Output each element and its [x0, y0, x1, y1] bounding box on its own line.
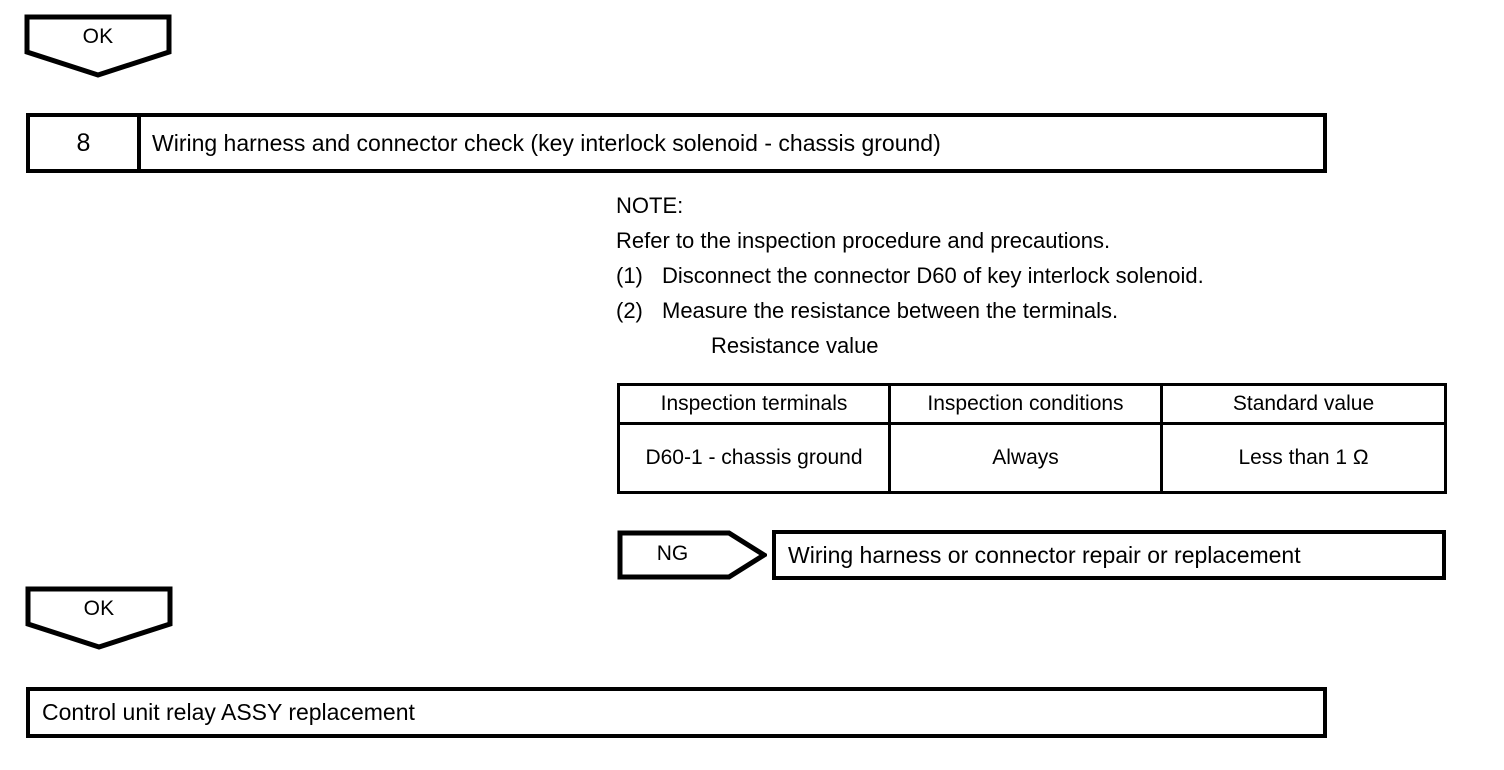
resistance-value-table: Inspection terminals Inspection conditio… [617, 383, 1447, 494]
table-header-inspection-terminals: Inspection terminals [617, 383, 891, 425]
note-table-caption: Resistance value [711, 333, 879, 358]
down-arrow-pentagon-icon [25, 586, 173, 650]
note-step-2: (2) Measure the resistance between the t… [616, 293, 1376, 328]
final-action-box: Control unit relay ASSY replacement [26, 687, 1327, 738]
table-header-standard-value: Standard value [1160, 383, 1447, 425]
ng-action-label: Wiring harness or connector repair or re… [788, 541, 1301, 568]
final-action-label: Control unit relay ASSY replacement [42, 699, 415, 725]
ng-flag: NG [617, 530, 767, 580]
table-header-inspection-conditions: Inspection conditions [888, 383, 1163, 425]
cell-inspection-terminals: D60-1 - chassis ground [617, 422, 891, 494]
cell-inspection-conditions: Always [888, 422, 1163, 494]
ok-flag-top-label: OK [82, 25, 114, 48]
note-step-1-text: Disconnect the connector D60 of key inte… [662, 263, 1204, 288]
ok-flag-bottom: OK [25, 586, 173, 650]
note-step-2-marker: (2) [616, 298, 643, 323]
right-arrow-pentagon-icon [617, 530, 767, 580]
ok-flag-bottom-label: OK [83, 597, 115, 620]
note-block: NOTE: Refer to the inspection procedure … [616, 188, 1376, 363]
note-step-1: (1) Disconnect the connector D60 of key … [616, 258, 1376, 293]
ng-flag-label: NG [656, 542, 689, 565]
note-heading: NOTE: [616, 193, 684, 218]
table-row: D60-1 - chassis ground Always Less than … [617, 422, 1447, 494]
note-step-2-text: Measure the resistance between the termi… [662, 298, 1119, 323]
step-title-cell: Wiring harness and connector check (key … [152, 129, 941, 156]
down-arrow-pentagon-icon [24, 14, 172, 78]
note-intro: Refer to the inspection procedure and pr… [616, 228, 1111, 253]
ok-flag-top: OK [24, 14, 172, 78]
note-step-1-marker: (1) [616, 263, 643, 288]
cell-standard-value: Less than 1 Ω [1160, 422, 1447, 494]
step-row-8: 8 Wiring harness and connector check (ke… [26, 113, 1327, 173]
step-number-cell: 8 [30, 117, 141, 169]
table-header-row: Inspection terminals Inspection conditio… [617, 383, 1447, 425]
ng-action-box: Wiring harness or connector repair or re… [772, 530, 1446, 580]
